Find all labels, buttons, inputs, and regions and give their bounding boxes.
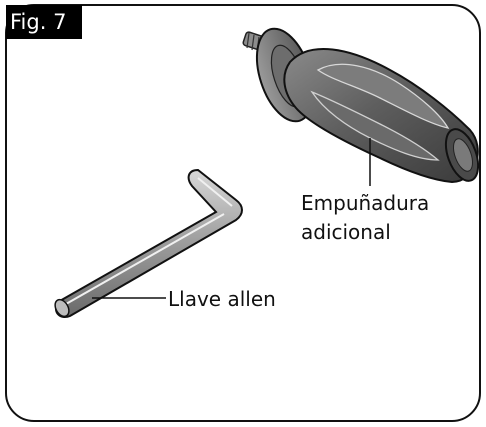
figure-number-label: Fig. 7 bbox=[6, 5, 82, 39]
callout-auxiliary-handle-line1: Empuñadura bbox=[301, 190, 429, 216]
auxiliary-handle-illustration bbox=[242, 22, 484, 186]
callout-allen-key: Llave allen bbox=[168, 286, 276, 312]
callout-auxiliary-handle-line2: adicional bbox=[301, 219, 391, 245]
